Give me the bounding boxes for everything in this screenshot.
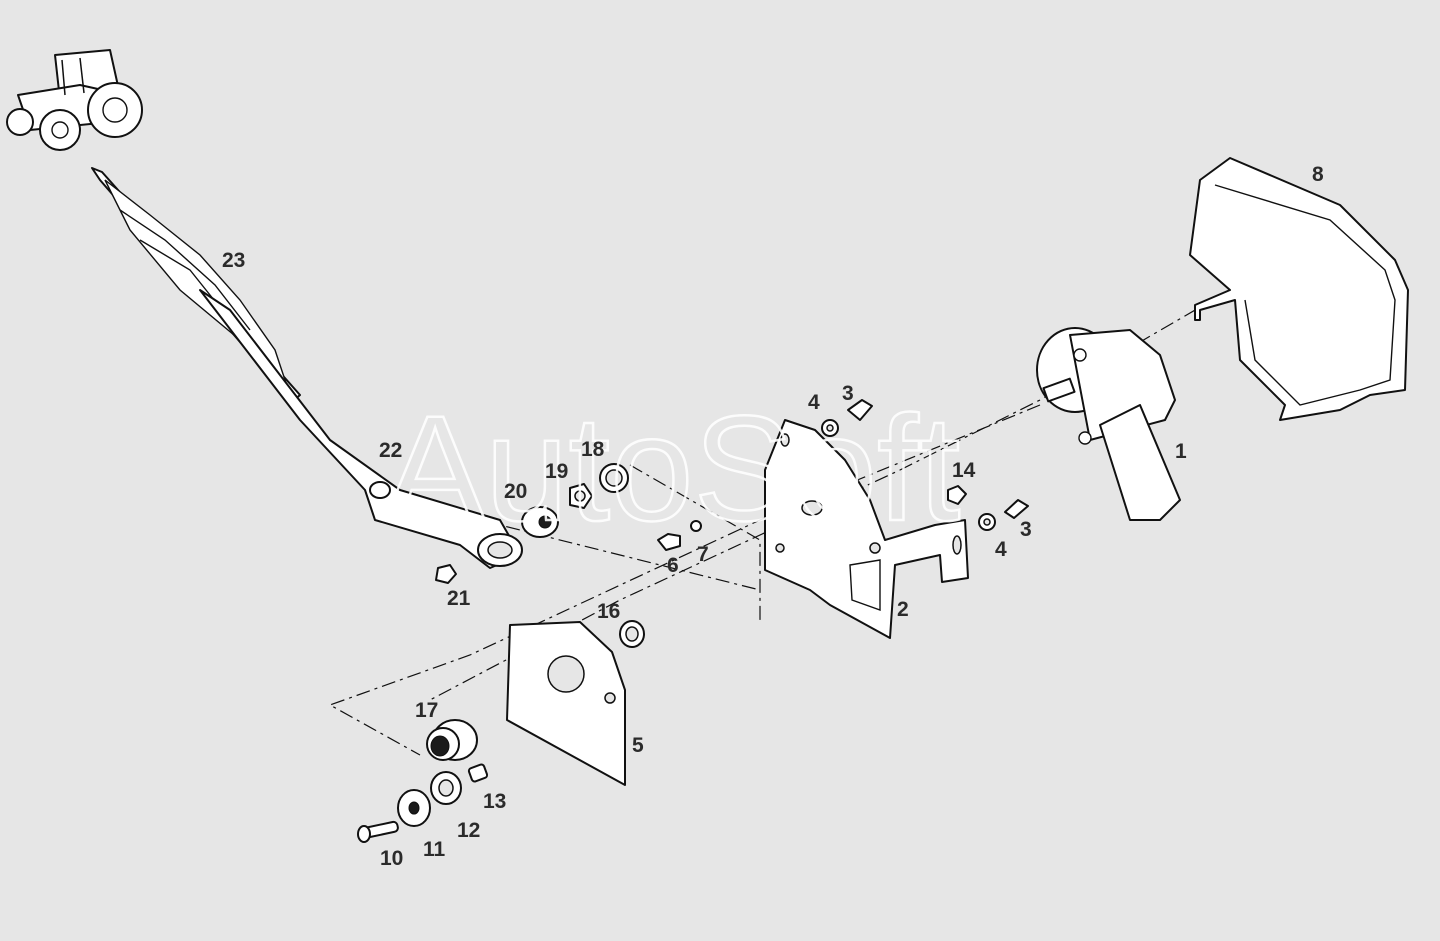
nut-part-14 (947, 485, 967, 505)
callout-5: 5 (632, 734, 644, 757)
washer-part-11 (397, 789, 431, 827)
washer-part-12 (430, 771, 462, 805)
callout-19: 19 (545, 460, 568, 483)
callout-14: 14 (952, 459, 976, 482)
callout-4-upper: 4 (808, 391, 820, 414)
callout-10: 10 (380, 847, 403, 870)
nut-part-19 (569, 483, 593, 509)
callout-13: 13 (483, 790, 506, 813)
grommet-part-17 (426, 719, 478, 761)
callout-23: 23 (222, 249, 245, 272)
callout-17: 17 (415, 699, 438, 722)
spacer-part-13 (467, 763, 489, 783)
callout-1: 1 (1175, 440, 1187, 463)
callout-18: 18 (581, 438, 605, 461)
bushing-part-20 (521, 506, 559, 538)
washer-part-4-upper (821, 419, 839, 437)
bolt-part-3-lower (1004, 499, 1029, 519)
callout-21: 21 (447, 587, 471, 610)
callout-8: 8 (1312, 163, 1324, 186)
bolt-part-6 (657, 533, 681, 551)
callout-4-lower: 4 (995, 538, 1007, 561)
washer-part-18 (599, 463, 629, 493)
bolt-part-10 (357, 820, 399, 843)
callout-2: 2 (897, 598, 909, 621)
motor-part-1 (1036, 327, 1181, 521)
wiper-arm-part-22 (199, 289, 523, 569)
callout-12: 12 (457, 819, 480, 842)
bracket-part-2 (764, 419, 969, 639)
bolt-part-3-upper (847, 399, 873, 421)
washer-part-7 (690, 520, 702, 532)
callout-3-upper: 3 (842, 382, 854, 405)
callout-labels: 1 2 3 3 4 4 5 6 7 8 10 11 12 13 14 16 17… (222, 163, 1324, 870)
callout-6: 6 (667, 554, 679, 577)
cover-part-8 (1189, 157, 1409, 421)
callout-20: 20 (504, 480, 527, 503)
callout-16: 16 (597, 600, 620, 623)
callout-11: 11 (423, 838, 446, 861)
washer-part-16 (619, 620, 645, 648)
washer-part-4-lower (978, 513, 996, 531)
callout-22: 22 (379, 439, 402, 462)
callout-3-lower: 3 (1020, 518, 1032, 541)
gasket-plate-part-5 (506, 621, 626, 786)
tractor-icon (6, 49, 143, 151)
watermark: AutoSoft (385, 384, 960, 552)
callout-7: 7 (697, 543, 709, 566)
nut-part-21 (435, 564, 457, 584)
